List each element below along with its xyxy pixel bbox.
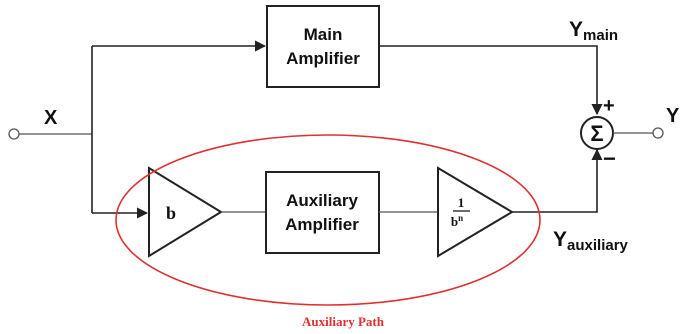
auxiliary-amplifier-block [265, 171, 380, 254]
auxiliary-amplifier-label-2: Amplifier [285, 215, 359, 234]
main-amplifier-block [266, 5, 380, 88]
plus-sign: + [603, 95, 615, 117]
input-label: X [44, 107, 58, 129]
gain-b-amplifier [148, 166, 223, 258]
inverse-gain-numerator: 1 [458, 195, 465, 210]
inverse-gain-amplifier [437, 166, 514, 258]
y-main-label: Ymain [569, 18, 618, 44]
auxiliary-amplifier-label-1: Auxiliary [286, 191, 358, 210]
auxiliary-path-ellipse [115, 134, 541, 306]
main-output-wire [379, 45, 603, 116]
main-amplifier-label-2: Amplifier [286, 49, 360, 68]
inverse-gain-denominator: bn [451, 213, 463, 229]
sum-icon: Σ [590, 121, 603, 146]
y-auxiliary-label: Yauxiliary [553, 228, 629, 254]
gain-b-label: b [166, 203, 176, 223]
aux-output-wire [512, 148, 603, 213]
auxiliary-path-label: Auxiliary Path [302, 314, 385, 329]
input-terminal [8, 128, 20, 140]
minus-sign: − [603, 146, 616, 171]
main-amplifier-label-1: Main [304, 25, 343, 44]
output-label: Y [666, 105, 680, 127]
output-terminal [652, 127, 664, 139]
